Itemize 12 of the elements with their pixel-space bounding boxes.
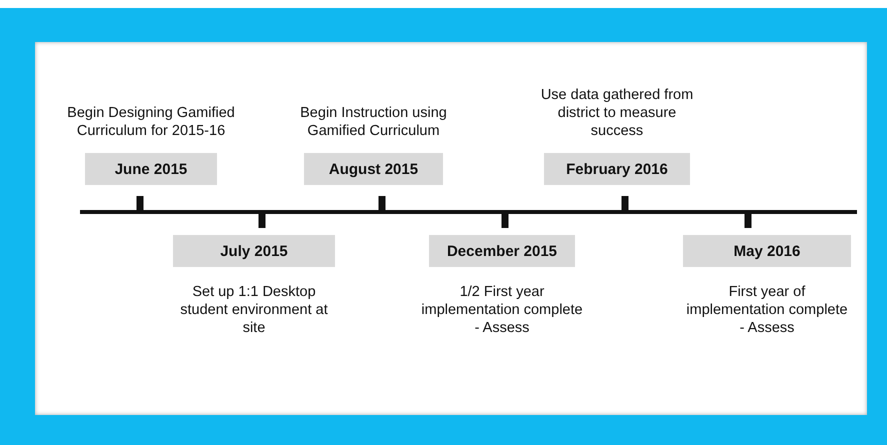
milestone-description: Use data gathered from district to measure success bbox=[540, 86, 694, 140]
milestone-description: Begin Designing Gamified Curriculum for 2015-16 bbox=[66, 104, 236, 140]
milestone-description: Begin Instruction using Gamified Curriculum bbox=[299, 104, 448, 140]
date-box: July 2015 bbox=[173, 235, 335, 267]
date-box: May 2016 bbox=[683, 235, 851, 267]
milestone-description: First year of implementation complete - Assess bbox=[685, 283, 849, 337]
date-box: February 2016 bbox=[544, 153, 690, 185]
date-box: August 2015 bbox=[304, 153, 443, 185]
date-box: June 2015 bbox=[85, 153, 217, 185]
date-box: December 2015 bbox=[429, 235, 575, 267]
milestone-description: 1/2 First year implementation complete - Assess bbox=[420, 283, 584, 337]
milestone-description: Set up 1:1 Desktop student environment at site bbox=[179, 283, 329, 337]
